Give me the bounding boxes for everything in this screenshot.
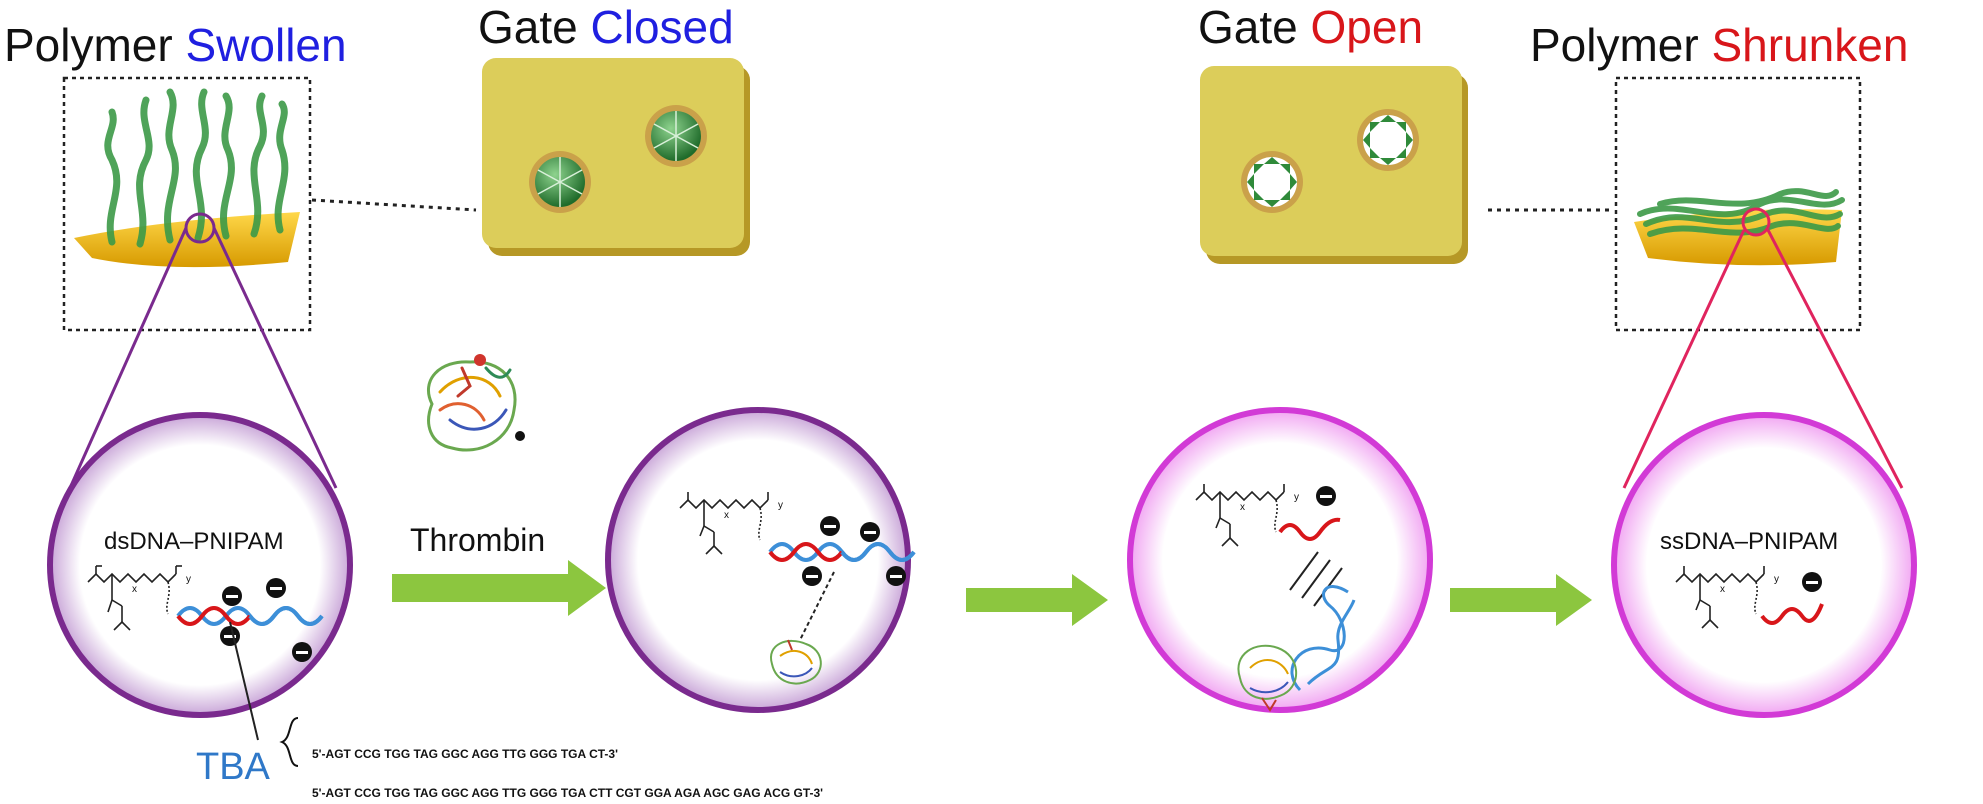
subscript-y-1: y — [186, 574, 191, 585]
molecule-aptamer-release — [1195, 484, 1285, 547]
molecule-thrombin-binding — [679, 492, 769, 555]
process-arrows — [392, 560, 1592, 626]
molecule-dsdna — [87, 565, 182, 631]
sequence-brace — [279, 717, 299, 767]
title-prefix: Gate — [1198, 1, 1298, 53]
title-prefix: Polymer — [1530, 19, 1699, 71]
negative-charge-4 — [1802, 572, 1822, 592]
label-dsdna-pnipam: dsDNA–PNIPAM — [104, 528, 284, 555]
ssdna-strand-4 — [1760, 603, 1824, 625]
negative-charge-3 — [1316, 486, 1336, 506]
circle-dsdna — [47, 412, 353, 718]
subscript-x-1: x — [132, 584, 137, 595]
subscript-y-2: y — [778, 500, 783, 511]
subscript-y-3: y — [1294, 492, 1299, 503]
arrow-1 — [392, 560, 606, 616]
dna-duplex-1 — [176, 606, 324, 626]
molecule-ssdna — [1675, 566, 1765, 629]
title-gate-closed: Gate Closed — [478, 0, 734, 54]
negative-charges-2 — [802, 516, 906, 586]
thrombin-small-1 — [770, 639, 822, 685]
title-polymer-shrunken: Polymer Shrunken — [1530, 18, 1908, 72]
open-pore-1 — [1241, 151, 1303, 213]
tba-pointer-line — [229, 621, 259, 741]
dna-duplex-2 — [768, 542, 916, 562]
arrow-3 — [1450, 574, 1592, 626]
circle-aptamer-release — [1127, 407, 1433, 713]
title-gate-open: Gate Open — [1198, 0, 1423, 54]
closed-pore-1 — [529, 151, 591, 213]
ssdna-strand-3 — [1278, 517, 1341, 541]
sequence-2: 5'-AGT CCG TGG TAG GGC AGG TTG GGG TGA C… — [312, 786, 824, 800]
thrombin-protein-icon — [426, 354, 525, 452]
open-membrane — [1200, 66, 1468, 264]
label-ssdna-pnipam: ssDNA–PNIPAM — [1660, 528, 1839, 555]
sequence-1: 5'-AGT CCG TGG TAG GGC AGG TTG GGG TGA C… — [312, 747, 618, 761]
title-prefix: Polymer — [4, 19, 173, 71]
subscript-y-4: y — [1774, 574, 1779, 585]
shrunken-polymer-inset — [1488, 76, 1904, 489]
subscript-x-3: x — [1240, 502, 1245, 513]
circle-ssdna — [1611, 412, 1917, 718]
label-thrombin: Thrombin — [410, 522, 546, 558]
swollen-polymer-inset — [62, 76, 477, 489]
binding-dashed-line — [799, 571, 835, 641]
title-state: Swollen — [185, 19, 347, 71]
closed-membrane — [482, 58, 750, 256]
label-tba: TBA — [196, 746, 270, 788]
arrow-2 — [966, 574, 1108, 626]
open-pore-2 — [1357, 109, 1419, 171]
circle-thrombin-binding — [605, 407, 911, 713]
title-state: Open — [1310, 1, 1424, 53]
subscript-x-4: x — [1720, 584, 1725, 595]
title-state: Shrunken — [1711, 19, 1909, 71]
title-polymer-swollen: Polymer Swollen — [4, 18, 347, 72]
g-quadruplex-thrombin — [1237, 585, 1356, 712]
title-prefix: Gate — [478, 1, 578, 53]
subscript-x-2: x — [724, 510, 729, 521]
closed-pore-2 — [645, 105, 707, 167]
title-state: Closed — [590, 1, 734, 53]
